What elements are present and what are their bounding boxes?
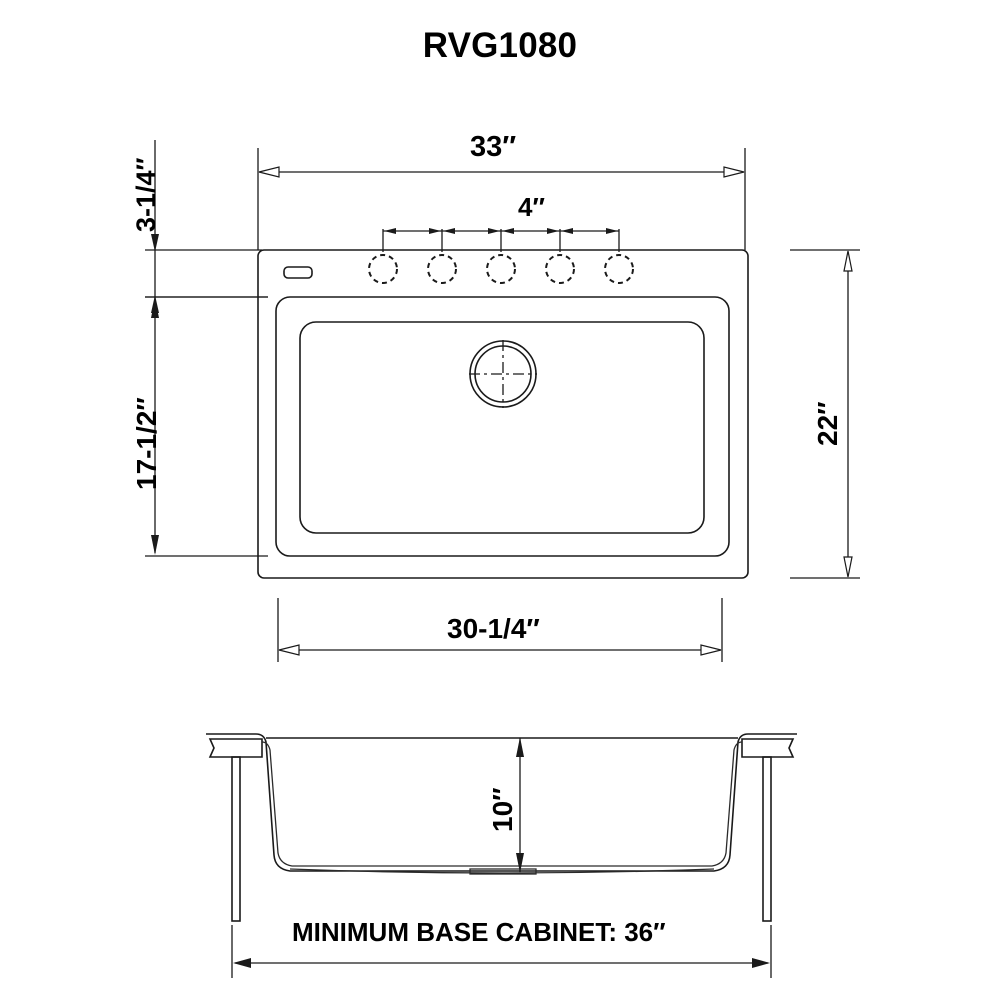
label-inner-width-30-1-4in: 30-1/4″ [447,613,540,644]
section-drain-plate [469,868,537,875]
arrow-top [151,298,159,318]
dimension-33in [257,148,746,250]
arrow-left [278,644,300,656]
top-view-group [257,249,749,579]
overflow-slot [283,266,313,279]
basin-outer-profile [206,733,797,872]
faucet-hole [427,254,457,284]
arrow-seg2-right [488,228,500,234]
label-minimum-base-cabinet: MINIMUM BASE CABINET: 36″ [292,917,666,947]
dimension-22in [790,249,860,579]
right-mounting-flange [741,738,795,758]
arrow-top [151,234,159,252]
left-mounting-flange [208,738,263,758]
arrow-bottom [151,535,159,555]
label-faucet-spacing-4in: 4″ [518,192,545,222]
left-leg [231,756,241,922]
label-depth-10in: 10″ [487,787,518,832]
sink-outer-body [257,249,749,579]
arrow-bottom [516,853,524,873]
dimension-17-1-2in [145,296,268,557]
label-height-22in: 22″ [812,401,843,446]
dimension-10in [516,737,524,873]
dimension-3-1-4in [145,140,268,313]
arrow-top [843,250,853,272]
sink-basin-outer-rim [275,296,730,557]
faucet-hole [604,254,634,284]
label-basin-17-1-2in: 17-1/2″ [131,397,162,490]
arrow-seg3-right [547,228,559,234]
basin-bottom-curve [289,868,715,874]
arrow-right [752,958,770,968]
arrow-right [700,644,722,656]
faucet-hole [368,254,398,284]
arrow-seg2-left [443,228,455,234]
label-ledge-3-1-4in: 3-1/4″ [131,157,161,232]
dimension-30-1-4in [277,598,723,662]
faucet-hole [545,254,575,284]
arrow-seg4-right [606,228,618,234]
basin-inner-profile [261,741,743,867]
arrow-bottom [843,556,853,578]
dimension-4in [382,228,620,252]
arrow-seg1-left [384,228,396,234]
page-title: RVG1080 [422,26,578,65]
arrow-left [233,958,251,968]
arrow-right [723,166,745,178]
arrow-left [258,166,280,178]
dimension-base-cabinet [231,925,772,978]
label-width-33in: 33″ [470,131,517,163]
arrow-seg4-left [561,228,573,234]
section-view-group [206,733,797,922]
arrow-seg1-right [429,228,441,234]
sink-basin-inner [299,321,705,534]
arrow-seg3-left [502,228,514,234]
arrow-top [516,737,524,757]
faucet-hole [486,254,516,284]
right-leg [762,756,772,922]
